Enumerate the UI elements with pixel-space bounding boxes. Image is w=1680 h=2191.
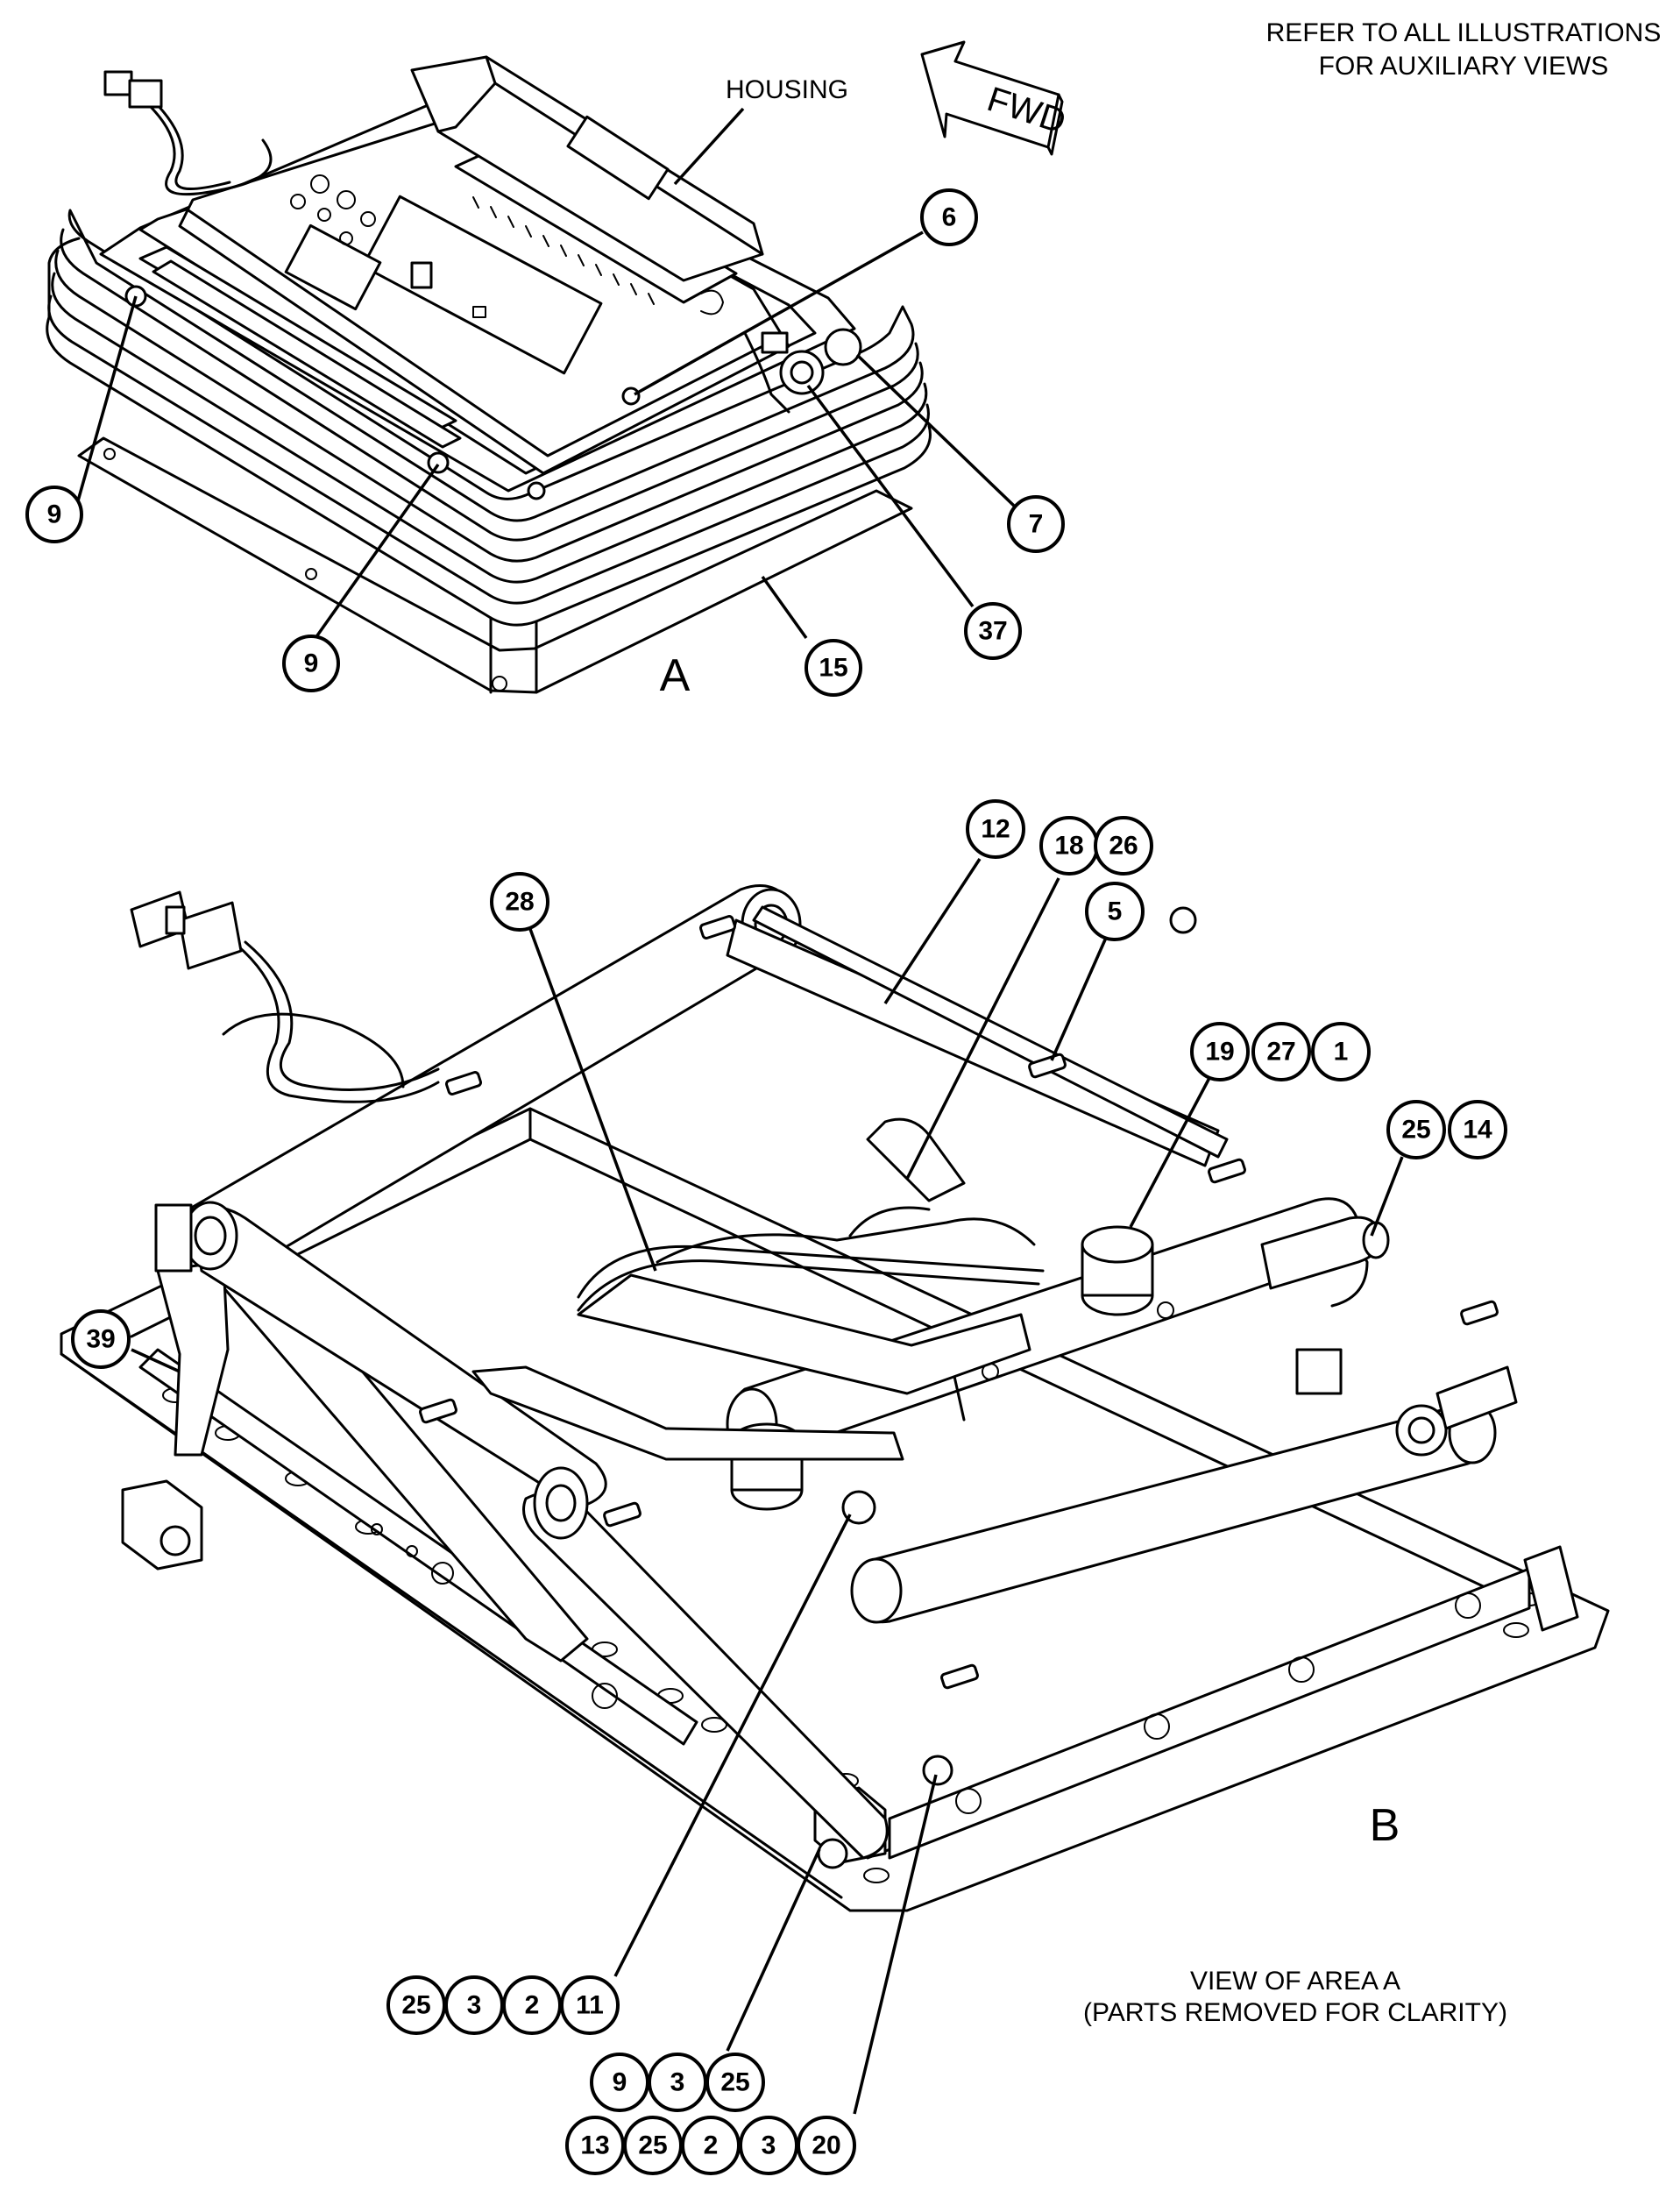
callout-37: 37 <box>964 602 1022 660</box>
callout-6: 6 <box>920 188 978 246</box>
view-note-line-2: (PARTS REMOVED FOR CLARITY) <box>1083 1998 1507 2027</box>
callout-13: 13 <box>565 2116 625 2175</box>
svg-text:13: 13 <box>580 2131 609 2160</box>
callout-27: 27 <box>1251 1022 1311 1081</box>
svg-text:2: 2 <box>525 1991 540 2020</box>
view-b-drawing <box>60 884 1610 1912</box>
svg-text:18: 18 <box>1054 832 1083 861</box>
svg-text:3: 3 <box>467 1991 482 2020</box>
callout-19: 19 <box>1190 1022 1250 1081</box>
svg-text:15: 15 <box>819 654 847 683</box>
callout-20: 20 <box>797 2116 856 2175</box>
callout-26: 26 <box>1094 816 1153 876</box>
callout-25: 25 <box>1386 1100 1446 1159</box>
callout-3: 3 <box>648 2053 707 2112</box>
svg-text:2: 2 <box>704 2131 719 2160</box>
callout-3: 3 <box>739 2116 798 2175</box>
view-a-label: A <box>660 650 691 701</box>
callout-28: 28 <box>490 872 549 932</box>
svg-text:25: 25 <box>1401 1116 1430 1145</box>
callout-9: 9 <box>282 635 340 692</box>
svg-text:26: 26 <box>1109 832 1138 861</box>
refer-note-line-1: REFER TO ALL ILLUSTRATIONS <box>1266 18 1662 47</box>
screw-icon <box>419 915 1499 1690</box>
svg-text:25: 25 <box>638 2131 667 2160</box>
callout-12: 12 <box>966 799 1025 859</box>
callout-25: 25 <box>705 2053 765 2112</box>
callout-18: 18 <box>1039 816 1099 876</box>
svg-text:25: 25 <box>720 2068 749 2097</box>
svg-text:39: 39 <box>86 1325 115 1354</box>
callout-25: 25 <box>623 2116 683 2175</box>
svg-text:9: 9 <box>47 500 62 529</box>
callout-11: 11 <box>560 1975 620 2035</box>
callout-15: 15 <box>805 639 862 697</box>
callout-2: 2 <box>681 2116 741 2175</box>
callout-3: 3 <box>444 1975 504 2035</box>
svg-text:19: 19 <box>1205 1038 1234 1067</box>
svg-text:25: 25 <box>401 1991 430 2020</box>
callout-1: 1 <box>1311 1022 1371 1081</box>
svg-text:14: 14 <box>1463 1116 1492 1145</box>
svg-text:27: 27 <box>1266 1038 1295 1067</box>
svg-text:9: 9 <box>613 2068 627 2097</box>
svg-text:6: 6 <box>942 203 957 232</box>
svg-text:7: 7 <box>1029 510 1044 539</box>
housing-label: HOUSING <box>726 75 848 104</box>
view-note-line-1: VIEW OF AREA A <box>1190 1967 1400 1996</box>
callout-5: 5 <box>1085 882 1145 941</box>
fwd-arrow-icon: FWD <box>920 40 1070 156</box>
svg-text:3: 3 <box>670 2068 685 2097</box>
svg-text:11: 11 <box>576 1991 604 2020</box>
svg-text:5: 5 <box>1108 897 1123 926</box>
svg-text:12: 12 <box>981 815 1010 844</box>
callout-9: 9 <box>590 2053 649 2112</box>
callout-9: 9 <box>25 486 83 543</box>
callout-14: 14 <box>1448 1100 1507 1159</box>
view-a-drawing <box>46 55 932 694</box>
callout-25: 25 <box>386 1975 446 2035</box>
refer-note-line-2: FOR AUXILIARY VIEWS <box>1319 52 1609 81</box>
callout-7: 7 <box>1007 495 1065 553</box>
svg-text:20: 20 <box>812 2131 840 2160</box>
callout-39: 39 <box>71 1309 131 1369</box>
callout-2: 2 <box>502 1975 562 2035</box>
svg-text:1: 1 <box>1334 1038 1349 1067</box>
svg-text:9: 9 <box>304 649 319 678</box>
svg-text:3: 3 <box>762 2131 776 2160</box>
svg-text:28: 28 <box>505 888 534 917</box>
svg-text:37: 37 <box>978 617 1007 646</box>
view-b-label: B <box>1370 1800 1400 1851</box>
